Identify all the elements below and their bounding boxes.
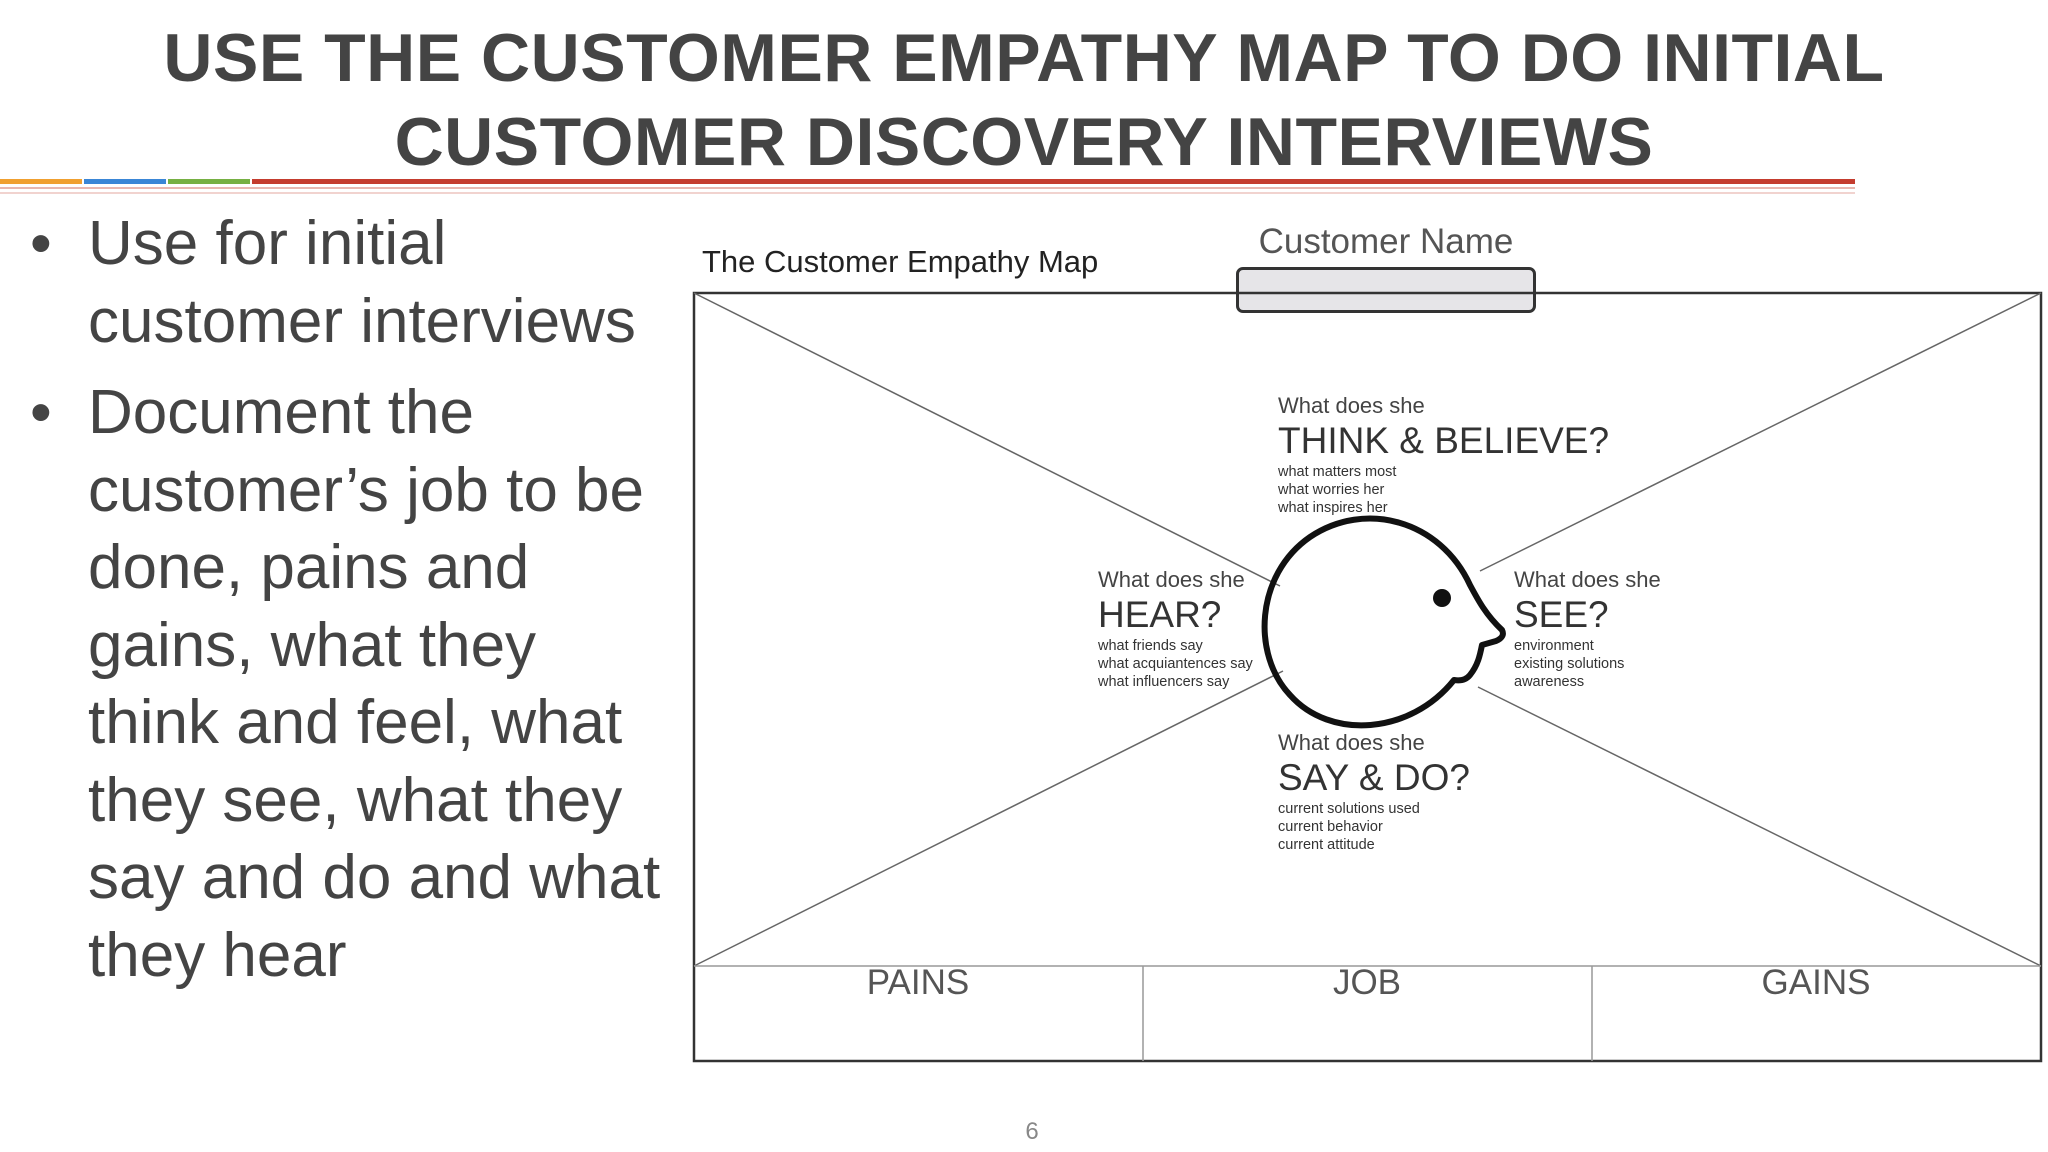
diagonal-top-left [693,292,1281,587]
customer-name-field[interactable] [1236,267,1536,313]
diagonal-bottom-right [1477,686,2042,967]
rule-segment-blue [84,179,166,184]
diagonal-bottom-left [693,670,1284,967]
hear-detail: what acquiantences say [1098,656,1253,672]
hear-quadrant: What does she HEAR? what friends say wha… [1098,567,1253,691]
think-quadrant: What does she THINK & BELIEVE? what matt… [1278,393,1609,517]
rule-segment-orange [0,179,82,184]
say-detail: current solutions used [1278,801,1420,817]
hear-question: What does she [1098,567,1245,592]
say-quadrant: What does she SAY & DO? current solution… [1278,730,1470,854]
bullet-item: Document the customer’s job to be done, … [30,374,670,994]
think-heading: THINK & BELIEVE? [1278,420,1610,461]
see-quadrant: What does she SEE? environment existing … [1514,567,1661,691]
gains-label: GAINS [1761,963,1871,1002]
rule-segment-red [252,179,1855,184]
pains-label: PAINS [866,963,970,1002]
rule-segment-green [168,179,250,184]
hear-detail: what friends say [1098,638,1203,654]
slide-title: USE THE CUSTOMER EMPATHY MAP TO DO INITI… [0,16,2048,184]
say-question: What does she [1278,730,1425,755]
page-number: 6 [1025,1118,1039,1145]
say-heading: SAY & DO? [1278,757,1470,798]
think-detail: what matters most [1278,464,1397,480]
think-detail: what worries her [1278,482,1385,498]
bullet-item: Use for initial customer interviews [30,205,670,360]
title-line-2: CUSTOMER DISCOVERY INTERVIEWS [394,104,1654,180]
see-heading: SEE? [1514,594,1609,635]
head-eye-icon [1433,589,1451,607]
rule-thin-1 [0,187,1855,189]
see-detail: existing solutions [1514,656,1625,672]
title-divider [0,179,1855,194]
diagonal-top-right [1479,292,2042,572]
see-question: What does she [1514,567,1661,592]
hear-heading: HEAR? [1098,594,1222,635]
see-detail: environment [1514,638,1594,654]
customer-name-label: Customer Name [1258,222,1514,261]
title-line-1: USE THE CUSTOMER EMPATHY MAP TO DO INITI… [163,20,1885,96]
hear-detail: what influencers say [1098,674,1230,690]
bullet-list: Use for initial customer interviews Docu… [30,205,670,1008]
map-frame [692,291,2043,1063]
say-detail: current attitude [1278,837,1375,853]
job-label: JOB [1332,963,1402,1002]
see-detail: awareness [1514,674,1585,690]
head-icon [1261,515,1506,729]
think-question: What does she [1278,393,1425,418]
think-detail: what inspires her [1278,500,1388,516]
empathy-map-title: The Customer Empathy Map [702,244,1099,279]
say-detail: current behavior [1278,819,1383,835]
rule-thin-2 [0,192,1855,194]
